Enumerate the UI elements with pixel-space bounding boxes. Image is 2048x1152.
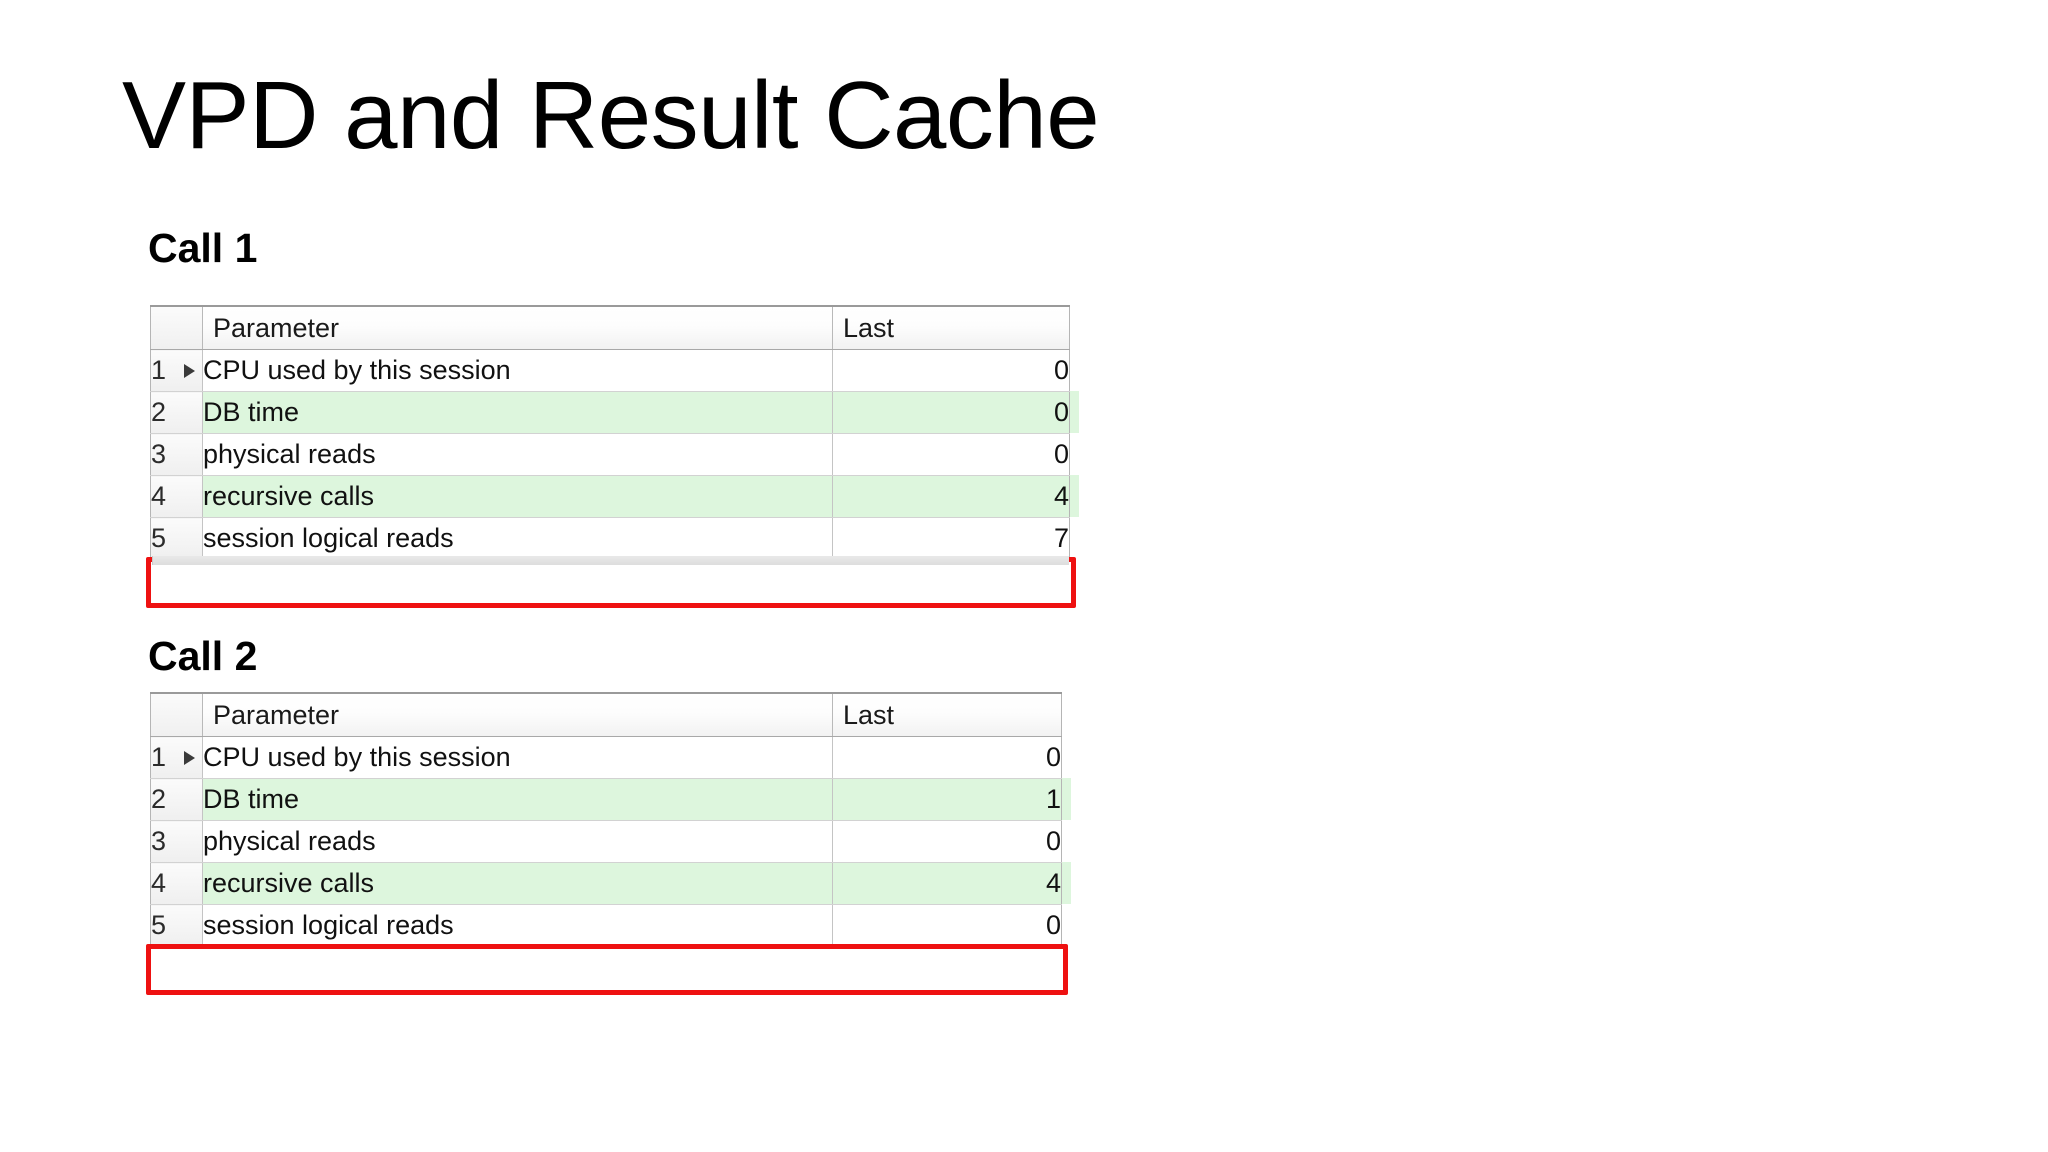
parameter-cell[interactable]: DB time [202, 778, 833, 821]
column-header-last[interactable]: Last [832, 306, 1070, 350]
row-number-cell[interactable]: 4 [150, 862, 203, 905]
grid-header-row: Parameter Last [150, 306, 1070, 350]
parameter-cell[interactable]: CPU used by this session [202, 349, 833, 392]
column-header-parameter[interactable]: Parameter [202, 693, 833, 737]
last-value-cell[interactable]: 7 [832, 517, 1070, 560]
column-header-rownum[interactable] [150, 693, 203, 737]
last-value-cell[interactable]: 0 [832, 904, 1062, 947]
play-triangle-icon [184, 363, 195, 378]
section-heading-call-2: Call 2 [148, 633, 258, 679]
row-number-cell[interactable]: 4 [150, 475, 203, 518]
row-number-cell[interactable]: 3 [150, 433, 203, 476]
parameter-cell[interactable]: recursive calls [202, 475, 833, 518]
play-triangle-icon [184, 750, 195, 765]
grid-header-row: Parameter Last [150, 693, 1062, 737]
last-value-cell[interactable]: 0 [832, 349, 1070, 392]
column-header-last[interactable]: Last [832, 693, 1062, 737]
column-header-parameter[interactable]: Parameter [202, 306, 833, 350]
highlight-box [146, 944, 1068, 995]
parameter-cell[interactable]: physical reads [202, 433, 833, 476]
row-band-overhang [1070, 391, 1079, 433]
parameter-cell[interactable]: recursive calls [202, 862, 833, 905]
grid-bottom-edge-call-1 [152, 556, 1069, 565]
last-value-cell[interactable]: 0 [832, 736, 1062, 779]
row-number-cell[interactable]: 3 [150, 820, 203, 863]
last-value-cell[interactable]: 1 [832, 778, 1062, 821]
row-number-cell[interactable]: 2 [150, 391, 203, 434]
last-value-cell[interactable]: 0 [832, 820, 1062, 863]
row-number-cell[interactable]: 5 [150, 517, 203, 560]
page-title: VPD and Result Cache [122, 62, 1100, 169]
row-number-cell[interactable]: 1 [150, 349, 203, 392]
row-number-cell[interactable]: 2 [150, 778, 203, 821]
parameter-cell[interactable]: session logical reads [202, 904, 833, 947]
last-value-cell[interactable]: 4 [832, 475, 1070, 518]
section-heading-call-1: Call 1 [148, 225, 258, 271]
parameter-cell[interactable]: CPU used by this session [202, 736, 833, 779]
row-band-overhang [1062, 862, 1071, 904]
row-number-cell[interactable]: 1 [150, 736, 203, 779]
row-band-overhang [1070, 475, 1079, 517]
last-value-cell[interactable]: 0 [832, 391, 1070, 434]
parameter-cell[interactable]: DB time [202, 391, 833, 434]
row-band-overhang [1062, 778, 1071, 820]
column-header-rownum[interactable] [150, 306, 203, 350]
row-number-cell[interactable]: 5 [150, 904, 203, 947]
parameter-cell[interactable]: physical reads [202, 820, 833, 863]
parameter-cell[interactable]: session logical reads [202, 517, 833, 560]
last-value-cell[interactable]: 0 [832, 433, 1070, 476]
last-value-cell[interactable]: 4 [832, 862, 1062, 905]
